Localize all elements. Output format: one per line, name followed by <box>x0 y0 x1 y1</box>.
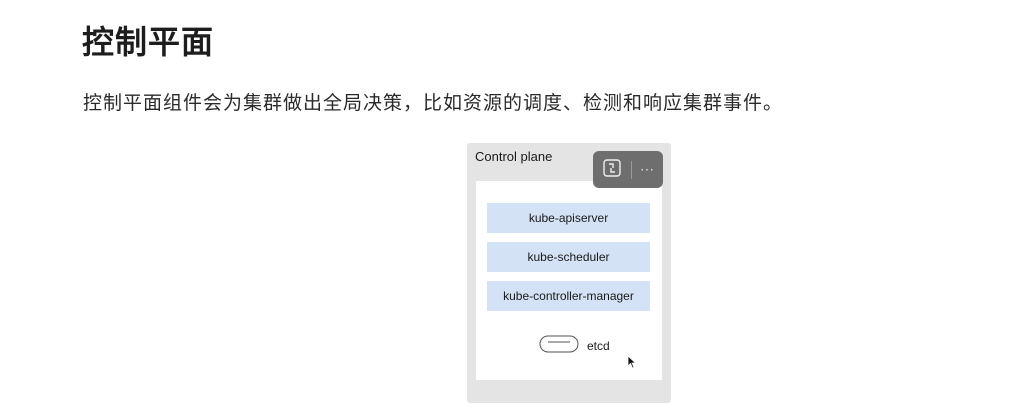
component-kube-apiserver: kube-apiserver <box>487 203 650 233</box>
component-kube-scheduler: kube-scheduler <box>487 242 650 272</box>
etcd-storage: etcd <box>539 335 610 357</box>
diagram-inner-panel: kube-apiserver kube-scheduler kube-contr… <box>476 181 662 380</box>
expand-button[interactable] <box>593 151 631 188</box>
diagram-title: Control plane <box>475 149 553 164</box>
component-kube-controller-manager: kube-controller-manager <box>487 281 650 311</box>
etcd-label: etcd <box>587 339 610 353</box>
expand-icon <box>603 158 621 181</box>
toolbar-divider <box>631 160 632 179</box>
database-icon <box>539 335 579 357</box>
more-options-button[interactable]: ··· <box>640 162 655 177</box>
page-heading: 控制平面 <box>82 23 215 61</box>
description-paragraph: 控制平面组件会为集群做出全局决策，比如资源的调度、检测和响应集群事件。 <box>83 92 784 114</box>
mouse-cursor-icon <box>627 354 637 373</box>
diagram-toolbar: ··· <box>593 151 663 188</box>
